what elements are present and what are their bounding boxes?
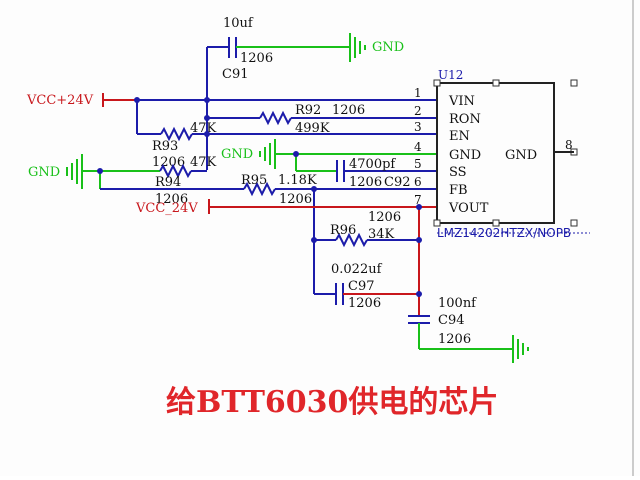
r93-value: 47K xyxy=(190,121,217,136)
pin5-name: SS xyxy=(449,165,467,180)
r96-ref: R96 xyxy=(330,223,356,238)
vcc-in-label: VCC+24V xyxy=(26,93,94,108)
c92-ref: C92 xyxy=(384,175,411,190)
pin1-num: 1 xyxy=(414,86,422,100)
r96-value: 34K xyxy=(368,227,395,242)
pin5-num: 5 xyxy=(414,157,422,171)
c94-ref: C94 xyxy=(438,313,465,328)
gnd-label-top: GND xyxy=(372,40,404,55)
r94-package: 1206 xyxy=(155,192,188,207)
vcc-out-port xyxy=(208,199,437,214)
r93-package: 1206 xyxy=(152,155,185,170)
r93-resistor[interactable] xyxy=(160,126,193,142)
r95-resistor[interactable] xyxy=(243,181,276,197)
junction-dots xyxy=(97,97,422,297)
pin3-num: 3 xyxy=(414,120,422,134)
r92-resistor[interactable] xyxy=(259,110,292,126)
r95-ref: R95 xyxy=(241,173,267,188)
r94-resistor[interactable] xyxy=(159,163,192,179)
pin6-num: 6 xyxy=(414,175,422,189)
ground-symbol-bottom xyxy=(512,335,529,363)
chip-gnd-label: GND xyxy=(505,148,537,163)
c97-ref: C97 xyxy=(348,279,375,294)
vcc-in-port xyxy=(102,93,137,107)
ground-symbol-top xyxy=(349,33,366,62)
c94-package: 1206 xyxy=(438,332,471,347)
c91-value: 10uf xyxy=(223,16,254,31)
pin1-name: VIN xyxy=(448,94,475,109)
pin6-name: FB xyxy=(449,183,468,198)
chip-ref: U12 xyxy=(438,68,463,82)
pin2-name: RON xyxy=(449,112,481,127)
gnd-label-pin4: GND xyxy=(221,147,253,162)
c97-package: 1206 xyxy=(348,296,381,311)
chip-pin8-num: 8 xyxy=(565,138,573,152)
r93-ref: R93 xyxy=(152,139,178,154)
c92-package: 1206 xyxy=(349,175,382,190)
c97-value: 0.022uf xyxy=(331,262,383,277)
c94-value: 100nf xyxy=(438,296,477,311)
r92-sub: 499K xyxy=(295,121,330,136)
r92-ref: R92 xyxy=(295,103,321,118)
c91-package: 1206 xyxy=(240,51,273,66)
r96-package: 1206 xyxy=(368,210,401,225)
r94-value: 47K xyxy=(190,155,217,170)
r95-package: 1206 xyxy=(279,192,312,207)
pin4-num: 4 xyxy=(414,140,422,154)
c91-capacitor[interactable] xyxy=(206,37,350,100)
pin7-name: VOUT xyxy=(448,201,489,216)
vcc-out-label: VCC_24V xyxy=(135,201,198,216)
r95-value: 1.18K xyxy=(278,173,317,188)
ground-symbol-pin4 xyxy=(259,139,276,169)
pin3-name: EN xyxy=(449,129,470,144)
c91-ref: C91 xyxy=(222,67,249,82)
r94-ref: R94 xyxy=(155,175,181,190)
pin7-num: 7 xyxy=(414,193,422,207)
pin4-name: GND xyxy=(449,148,481,163)
r96-resistor[interactable] xyxy=(335,232,368,248)
chip-part-number: LMZ14202HTZX/NOPB xyxy=(437,226,571,240)
c92-value: 4700pf xyxy=(349,157,396,172)
caption-text: 给BTT6030供电的芯片 xyxy=(166,385,498,420)
pin2-num: 2 xyxy=(414,104,422,118)
ground-symbol-left xyxy=(66,154,83,189)
r92-value: 1206 xyxy=(332,103,365,118)
gnd-label-left: GND xyxy=(28,165,60,180)
chip-u12[interactable] xyxy=(433,79,590,234)
